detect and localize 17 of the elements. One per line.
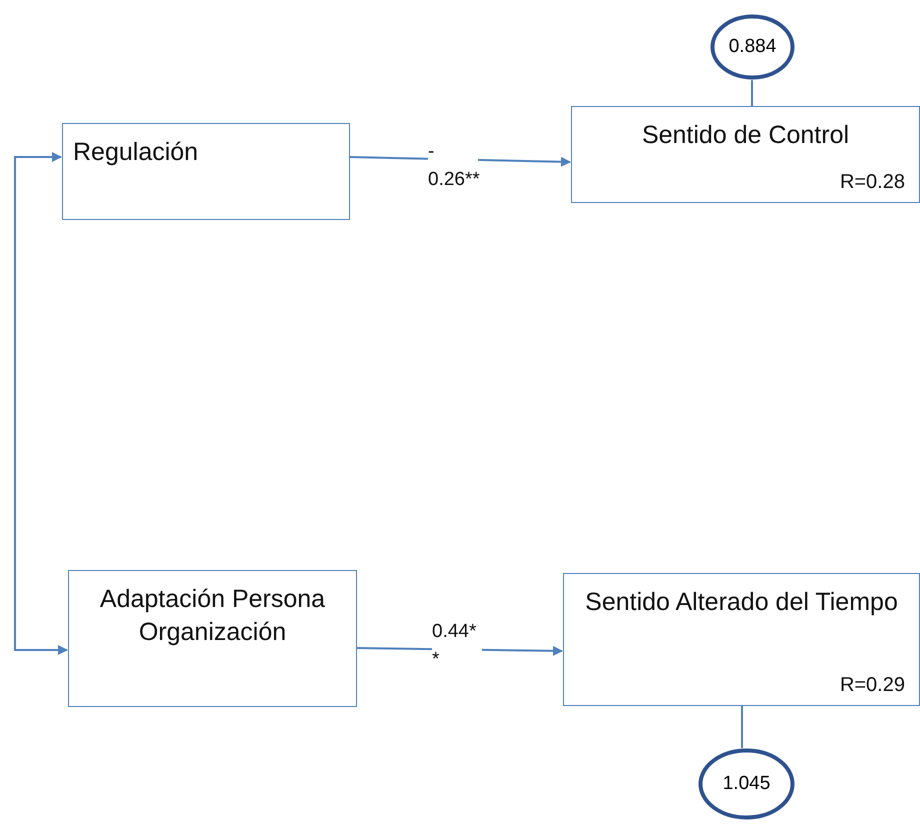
variance-value: 0.884	[728, 36, 776, 58]
arrow	[14, 152, 68, 655]
variable-name: Regulación	[73, 137, 200, 168]
r-value: R=0.28	[838, 171, 906, 194]
variance-ellipse	[710, 14, 795, 80]
variable-box	[68, 570, 357, 707]
connector-line	[751, 80, 753, 106]
r-value: R=0.29	[838, 674, 906, 697]
variable-name: Sentido de Control	[640, 120, 850, 151]
variable-box	[62, 123, 350, 220]
variable-box	[563, 573, 920, 706]
variance-ellipse	[698, 748, 795, 820]
connector-line	[741, 706, 743, 748]
variable-name: Adaptación Persona Organización	[98, 584, 326, 648]
variance-value: 1.045	[722, 773, 770, 795]
variable-name: Sentido Alterado del Tiempo	[584, 587, 899, 618]
variable-box	[571, 106, 920, 203]
